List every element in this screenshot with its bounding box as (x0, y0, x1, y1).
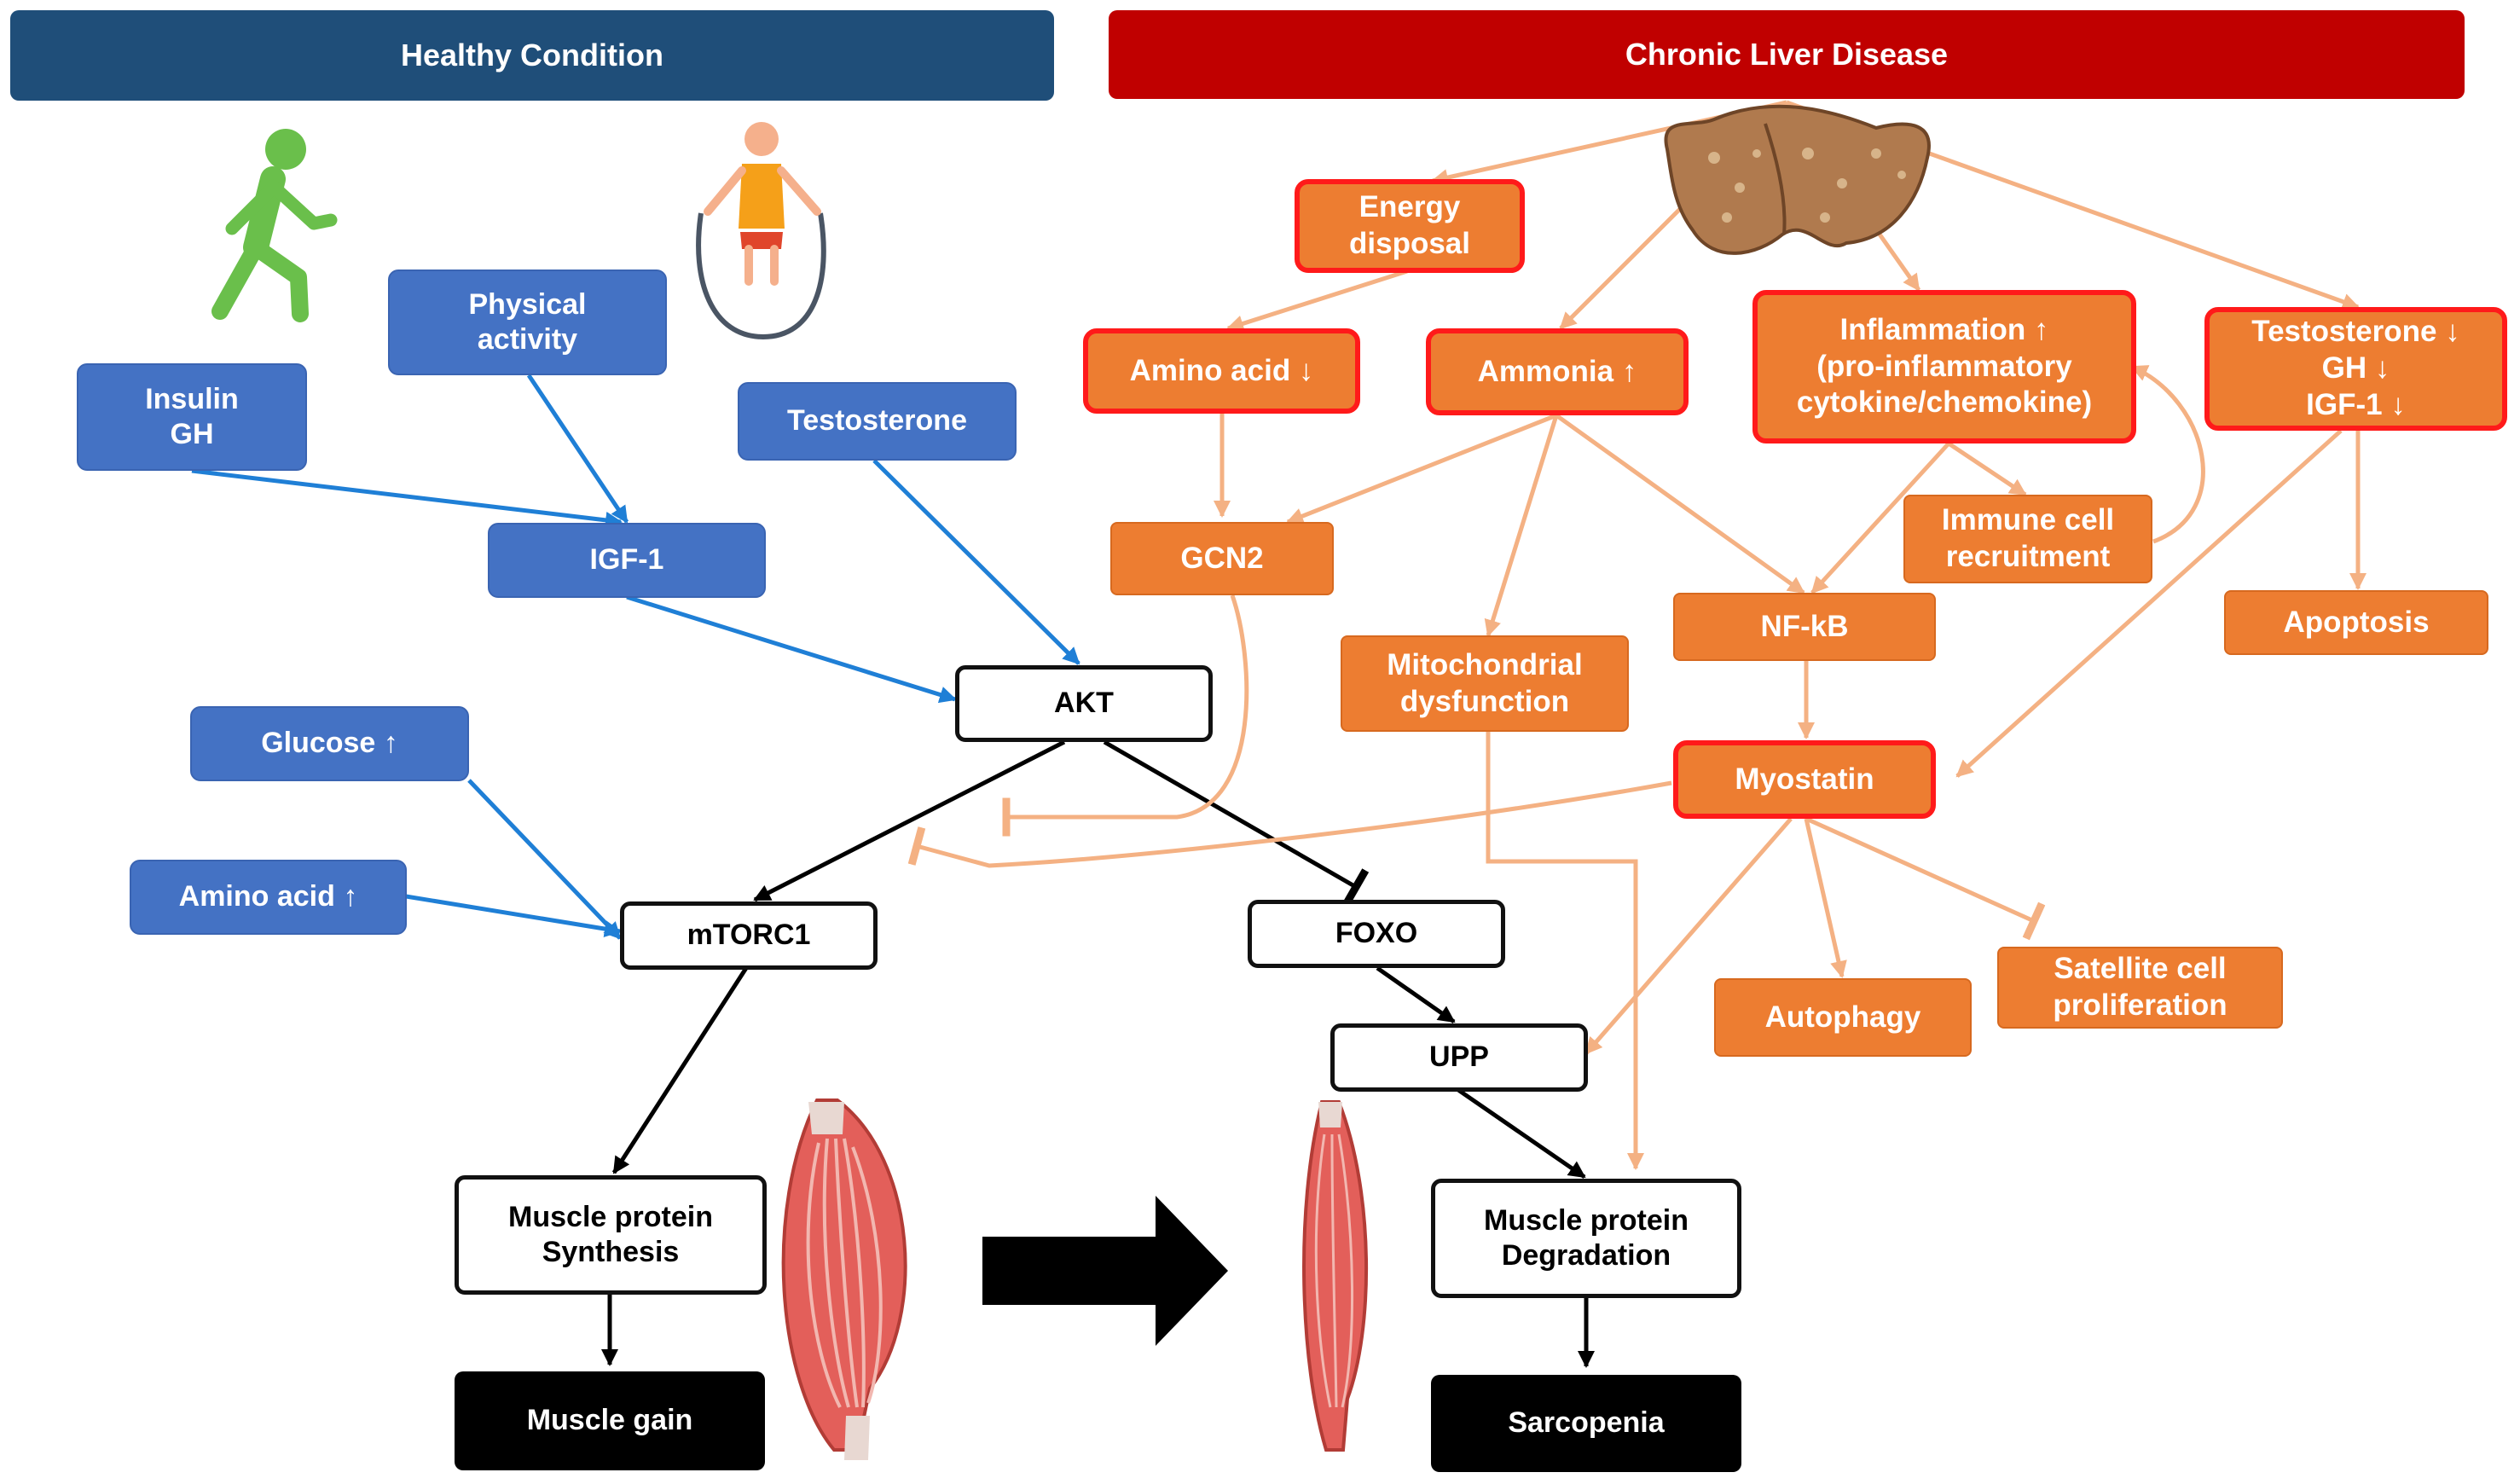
inhibit-akt-to-foxo (1103, 739, 1370, 906)
gcn2-box: GCN2 (1110, 522, 1334, 595)
inhibit-myostatin-to-mtorc1 (907, 780, 1672, 868)
inflammation-box: Inflammation ↑ (pro-inflammatory cytokin… (1752, 290, 2136, 443)
arrow-igf1-to-akt (626, 594, 957, 704)
arrow-mtorc1-to-synthesis (611, 966, 749, 1174)
myostatin-box: Myostatin (1673, 740, 1936, 819)
arrow-myostatin-to-autophagy (1804, 818, 1847, 978)
hormones-decrease-box: Testosterone ↓ GH ↓ IGF-1 ↓ (2204, 307, 2507, 431)
arrow-aminoacid-to-mtorc1 (400, 893, 622, 937)
immune-cell-recruitment-box: Immune cell recruitment (1903, 495, 2152, 583)
arrow-insulin-to-igf1 (191, 468, 623, 529)
amino-acid-up-box: Amino acid ↑ (130, 860, 407, 935)
arrow-energy-to-aminoacid (1226, 269, 1408, 333)
autophagy-box: Autophagy (1714, 978, 1972, 1057)
chronic-liver-disease-header: Chronic Liver Disease (1109, 10, 2465, 99)
arrow-inflammation-to-immune (1947, 441, 2027, 497)
arrow-glucose-to-mtorc1 (467, 779, 622, 940)
arrow-testosterone-to-akt (872, 459, 1080, 665)
sarcopenia-box: Sarcopenia (1431, 1375, 1741, 1472)
arrow-upp-to-degradation (1457, 1087, 1586, 1180)
apoptosis-box: Apoptosis (2224, 590, 2488, 655)
mtorc1-box: mTORC1 (620, 901, 878, 970)
physical-activity-box: Physical activity (388, 270, 667, 375)
muscle-gain-box: Muscle gain (455, 1371, 765, 1470)
inhibit-gcn2-to-akt (1002, 594, 1249, 837)
muscle-icon (781, 1099, 907, 1460)
ammonia-box: Ammonia ↑ (1426, 328, 1689, 415)
igf1-box: IGF-1 (488, 523, 766, 598)
amino-acid-down-box: Amino acid ↓ (1083, 328, 1360, 414)
muscle-protein-degradation-box: Muscle protein Degradation (1431, 1179, 1741, 1298)
upp-box: UPP (1330, 1023, 1588, 1092)
arrow-hormones-to-myostatin (1955, 429, 2343, 778)
healthy-condition-header: Healthy Condition (10, 10, 1054, 101)
satellite-cell-proliferation-box: Satellite cell proliferation (1997, 947, 2283, 1029)
transition-arrow-icon (982, 1196, 1228, 1346)
walking-person-icon (211, 129, 338, 322)
glucose-box: Glucose ↑ (190, 706, 469, 781)
foxo-box: FOXO (1248, 900, 1505, 968)
arrow-immune-feedback (2130, 364, 2205, 544)
arrow-mito-to-degradation (1486, 732, 1644, 1170)
arrow-ammonia-to-nfkb (1555, 413, 1805, 595)
testosterone-box: Testosterone (738, 382, 1017, 461)
arrow-inflammation-to-nfkb (1810, 442, 1950, 594)
arrow-ammonia-to-gcn2 (1286, 413, 1557, 525)
arrow-ammonia-to-mito (1484, 414, 1559, 637)
akt-box: AKT (955, 665, 1213, 742)
insulin-gh-box: Insulin GH (77, 363, 307, 471)
inhibit-myostatin-to-satellite (1805, 816, 2046, 941)
mitochondrial-dysfunction-box: Mitochondrial dysfunction (1341, 635, 1629, 732)
nf-kb-box: NF-kB (1673, 593, 1936, 661)
arrow-akt-to-mtorc1 (753, 739, 1066, 902)
liver-icon (1664, 104, 1931, 255)
muscle-protein-synthesis-box: Muscle protein Synthesis (455, 1175, 767, 1295)
jump-rope-person-icon (696, 122, 826, 340)
arrow-foxo-to-upp (1376, 965, 1456, 1024)
arrow-myostatin-to-upp (1584, 817, 1793, 1055)
energy-disposal-box: Energy disposal (1295, 179, 1525, 273)
atrophied-muscle-icon (1302, 1100, 1369, 1452)
arrow-activity-to-igf1 (526, 374, 629, 524)
